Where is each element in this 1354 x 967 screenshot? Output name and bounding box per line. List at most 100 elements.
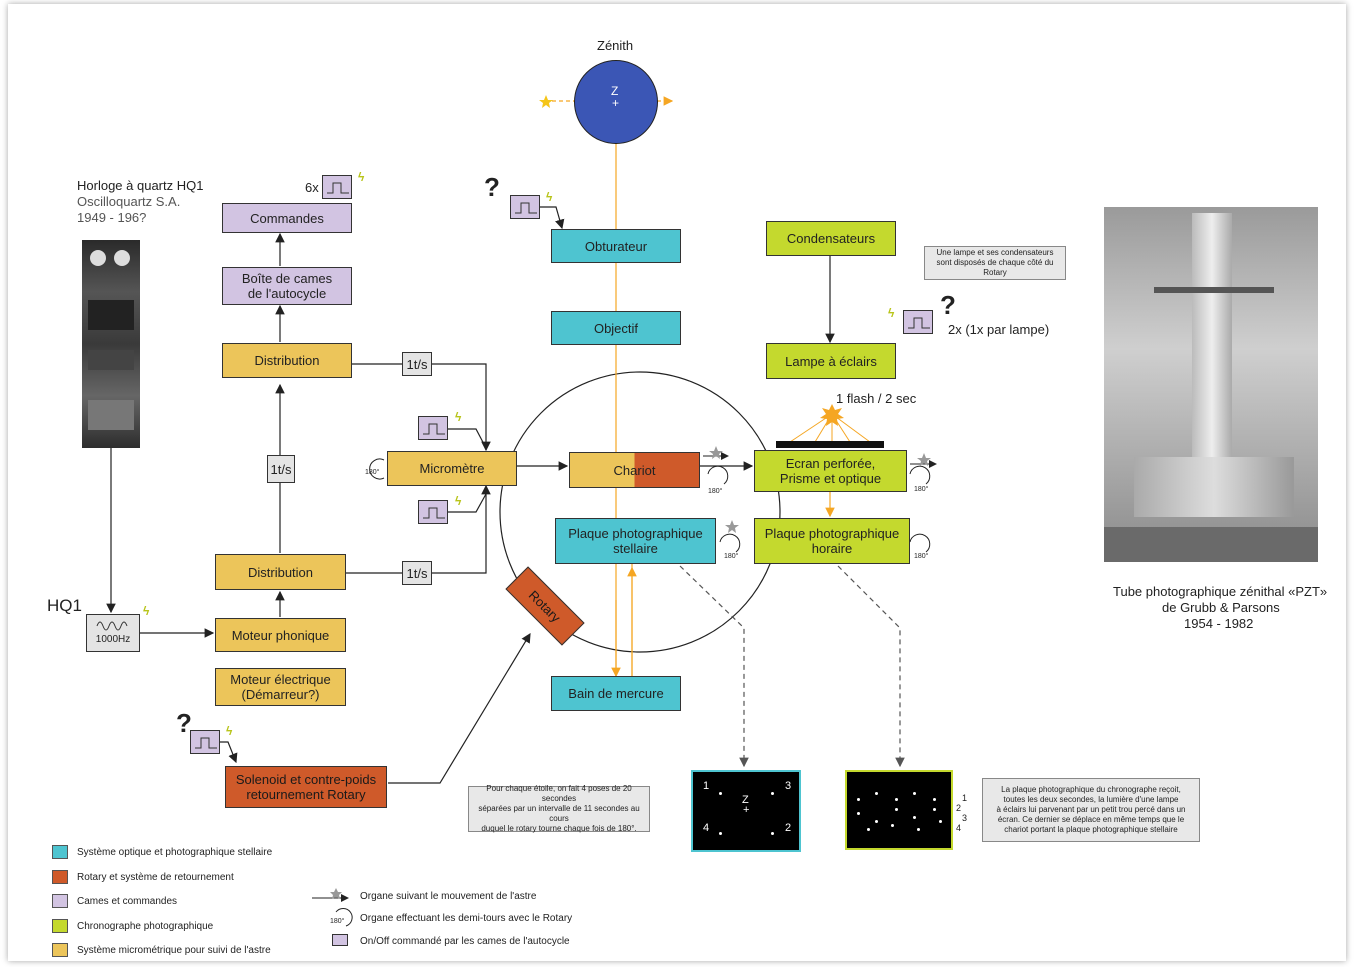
star-dot [895,798,898,801]
ecran-line2: Prisme et optique [779,471,882,486]
photo-caption-1: Tube photographique zénithal «PZT» [1113,584,1328,599]
horaire-plate [845,770,953,850]
flash-icon [820,404,844,426]
clock-line1: Horloge à quartz HQ1 [77,178,204,193]
distribution-top-box: Distribution [222,343,352,378]
boite-cames-box: Boîte de cames de l'autocycle [222,267,352,305]
legend-label: Cames et commandes [77,896,178,907]
note-etoile-line2: séparées par un intervalle de 11 seconde… [478,804,640,823]
note-chrono-line1: La plaque photographique du chronographe… [1001,785,1181,794]
note-chrono-line4: écran. Ce dernier se déplace en même tem… [997,815,1185,824]
hq1-label: HQ1 [47,596,82,615]
rot-180-label: 180° [724,553,739,560]
legend-label: Système micrométrique pour suivi de l'as… [77,945,271,956]
solenoid-line2: retournement Rotary [246,787,366,802]
solenoid-box: Solenoid et contre-poids retournement Ro… [225,766,387,808]
sine-wave-icon [96,621,128,630]
pulse-switch-micro-bottom [418,500,448,524]
legend-sym2: Organe effectuant les demi-tours avec le… [360,913,573,924]
chariot-label: Chariot [613,462,656,478]
plate-num-1: 1 [703,780,710,792]
bolt-icon: ϟ [143,604,150,618]
pulse-switch-solenoid [190,730,220,754]
clock-line2: Oscilloquartz S.A. [77,194,181,209]
note-etoile-line1: Pour chaque étoile, on fait 4 poses de 2… [486,784,632,803]
rot-180-label: 180° [914,553,929,560]
objectif-box: Objectif [551,311,681,345]
moteur-phonique-box: Moteur phonique [215,618,346,652]
question-mark: ? [484,172,500,202]
legend-pulse-icon [332,934,348,946]
question-mark: ? [940,290,956,320]
moteur-electrique-box: Moteur électrique (Démarreur?) [215,668,346,706]
note-lampe-line3: Rotary [983,268,1007,277]
pulse-switch-obturateur [510,195,540,219]
bolt-icon: ϟ [226,724,233,738]
condensateurs-box: Condensateurs [766,221,896,256]
solenoid-line1: Solenoid et contre-poids [235,772,377,787]
hplate-num-1: 1 [962,793,968,803]
star-dot [875,820,878,823]
bolt-icon: ϟ [546,190,553,204]
star-dot [867,828,870,831]
star-dot [771,792,774,795]
note-chrono-line5: chariot portant la plaque photographique… [1004,825,1178,834]
legend-swatch [52,918,68,933]
plaque-horaire-line2: horaire [811,541,853,556]
pulse-switch-micro-top [418,416,448,440]
lampe-eclairs-box: Lampe à éclairs [766,343,896,379]
moteur-electrique-line2: (Démarreur?) [241,687,320,702]
six-x-label: 6x [305,180,319,195]
star-dot [857,812,860,815]
legend-swatch [52,894,68,908]
note-chrono-line3: à éclairs lui parvenant par un petit tro… [996,805,1186,814]
note-lampe-line1: Une lampe et ses condensateurs [936,248,1054,257]
legend-swatch [52,845,68,859]
star-dot [917,828,920,831]
commandes-box: Commandes [222,203,352,233]
two-x-label: 2x (1x par lampe) [948,322,1050,337]
zenith-z: Z [611,84,619,98]
star-dot [857,798,860,801]
star-dot [771,832,774,835]
legend-sym1: Organe suivant le mouvement de l'astre [360,891,537,902]
star-dot [719,832,722,835]
star-dot [939,820,942,823]
star-dot [891,824,894,827]
clock-line3: 1949 - 196? [77,210,147,225]
note-chrono-line2: toutes les deux secondes, la lumière d'u… [1003,795,1179,804]
oscillator-freq: 1000Hz [95,633,131,645]
plaque-stellaire-line2: stellaire [613,541,658,556]
bain-mercure-box: Bain de mercure [551,676,681,711]
hplate-num-2: 2 [956,803,962,813]
rate-box-1: 1t/s [267,455,295,483]
obturateur-box: Obturateur [551,229,681,263]
ecran-box: Ecran perforée, Prisme et optique [754,450,907,492]
legend-label: Chronographe photographique [77,920,214,932]
zenith-title: Zénith [597,38,634,53]
pzt-photo [1104,207,1318,562]
legend-swatch [52,943,68,957]
question-mark: ? [176,708,192,738]
legend-label: Rotary et système de retournement [77,871,234,883]
bolt-icon: ϟ [888,306,895,320]
clock-photo [82,240,140,448]
plaque-horaire-line1: Plaque photographique [764,526,900,541]
plate-num-4: 4 [703,822,710,834]
legend-sym3: On/Off commandé par les cames de l'autoc… [360,936,570,947]
micrometre-box: Micromètre [387,451,517,486]
star-icon [539,95,553,108]
rate-box-3: 1t/s [402,561,432,585]
bolt-icon: ϟ [455,410,462,424]
legend-swatch [52,869,68,884]
photo-caption-2: de Grubb & Parsons [1162,600,1280,615]
note-lampe-line2: sont disposés de chaque côté du [936,258,1054,267]
plaque-stellaire-box: Plaque photographique stellaire [555,518,716,564]
plate-z: Z [742,794,749,806]
distribution-bottom-box: Distribution [215,554,346,590]
note-chrono: La plaque photographique du chronographe… [982,778,1200,842]
moteur-electrique-line1: Moteur électrique [230,672,331,687]
rotary-circle [499,371,781,653]
star-dot [895,808,898,811]
ecran-line1: Ecran perforée, [785,456,876,471]
